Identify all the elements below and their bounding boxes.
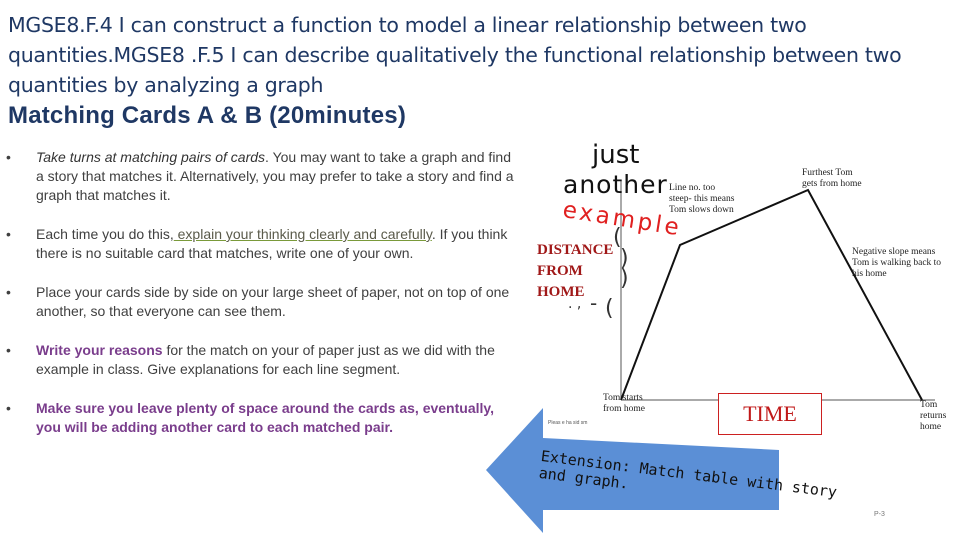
time-label: TIME xyxy=(718,393,822,435)
bracket-mark: ( xyxy=(605,296,614,321)
example-text: example xyxy=(560,197,684,242)
bullet-leave-space: • Make sure you leave plenty of space ar… xyxy=(6,399,516,437)
bracket-mark: ( xyxy=(613,225,622,250)
distance-from-home-label: DISTANCE FROM HOME xyxy=(537,242,614,300)
small-marks: . , xyxy=(568,296,582,312)
bullet-dot: • xyxy=(6,226,11,242)
another-text: another xyxy=(563,170,668,199)
bullet-text: Each time you do this, xyxy=(36,226,174,242)
bullet-text: Place your cards side by side on your la… xyxy=(36,284,510,319)
just-text: just xyxy=(592,140,640,170)
page-number: P-3 xyxy=(874,511,885,518)
note-descent: Negative slope means Tom is walking back… xyxy=(852,247,942,279)
bullet-text: . If you think there is no suitable card… xyxy=(36,226,508,261)
bullet-text: for the match on your of paper just as w… xyxy=(36,342,495,377)
slide-subtitle: Matching Cards A & B (20minutes) xyxy=(8,102,407,129)
note-start: Tom starts from home xyxy=(603,393,645,414)
bullet-dot: • xyxy=(6,284,11,300)
dash-mark: - xyxy=(590,291,598,315)
bullet-dot: • xyxy=(6,342,11,358)
note-end: Tom returns home xyxy=(920,400,947,432)
bracket-mark: ) xyxy=(620,266,629,291)
slide-title: MGSE8.F.4 I can construct a function to … xyxy=(8,13,902,97)
tiny-caption: Pleas e ha sid sm xyxy=(548,420,588,426)
bullet-place-cards: • Place your cards side by side on your … xyxy=(6,283,516,321)
bracket-mark: ) xyxy=(620,246,629,271)
instruction-list: • Take turns at matching pairs of cards.… xyxy=(6,148,516,437)
bullet-dot: • xyxy=(6,149,11,165)
note-segment1: Line no. too steep- this means Tom slows… xyxy=(669,183,735,215)
bullet-text: . You may want to take a graph and find … xyxy=(36,149,514,203)
bullet-take-turns: • Take turns at matching pairs of cards.… xyxy=(6,148,516,205)
bullet-emphasis: Take turns at matching pairs of cards xyxy=(36,149,266,165)
bullet-text: Make sure you leave plenty of space arou… xyxy=(36,400,495,435)
bullet-dot: • xyxy=(6,400,11,416)
bullet-emphasis: Write your reasons xyxy=(36,342,163,358)
bullet-underlined-text: explain your thinking clearly and carefu… xyxy=(173,226,432,242)
note-peak: Furthest Tom gets from home xyxy=(802,168,862,189)
extension-text: Extension: Match table with story and gr… xyxy=(537,447,838,502)
bullet-write-reasons: • Write your reasons for the match on yo… xyxy=(6,341,516,379)
bullet-explain: • Each time you do this, explain your th… xyxy=(6,225,516,263)
